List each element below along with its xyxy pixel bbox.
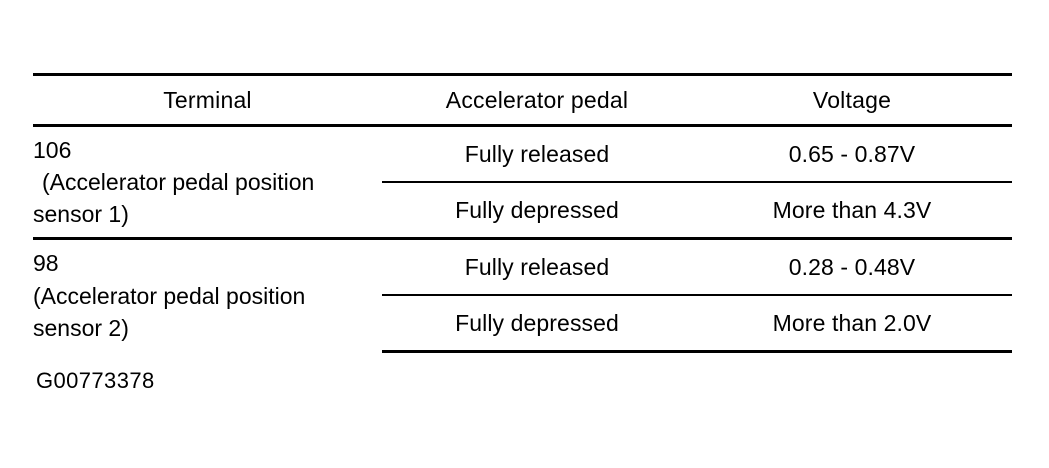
column-header-accelerator-pedal: Accelerator pedal — [382, 73, 692, 127]
terminal-number: 98 — [33, 250, 59, 277]
table-row: 106 (Accelerator pedal position sensor 1… — [33, 126, 1012, 227]
table-header: Terminal Accelerator pedal Voltage — [33, 73, 1012, 127]
table-row: 98 (Accelerator pedal position sensor 2)… — [33, 237, 1012, 352]
terminal-description-line-1: (Accelerator pedal position — [42, 168, 315, 195]
table-header-row: Terminal Accelerator pedal Voltage — [33, 73, 1012, 127]
table-row: Fully depressed More than 4.3V — [33, 181, 1012, 239]
table-body: 106 (Accelerator pedal position sensor 1… — [33, 126, 1012, 353]
voltage-cell: 0.65 - 0.87V — [788, 140, 916, 167]
terminal-number: 106 — [33, 136, 72, 163]
figure-id-caption: G00773378 — [36, 368, 155, 393]
terminal-description-line-2: sensor 1) — [33, 201, 129, 228]
terminal-description-line-2: sensor 2) — [33, 314, 129, 341]
column-header-voltage: Voltage — [692, 73, 1012, 127]
column-header-terminal: Terminal — [33, 73, 382, 127]
voltage-cell: More than 2.0V — [692, 294, 1012, 353]
accelerator-pedal-spec-table: Terminal Accelerator pedal Voltage 106 (… — [33, 73, 1012, 353]
table-row: Fully depressed More than 2.0V — [33, 294, 1012, 353]
terminal-description-line-1: (Accelerator pedal position — [33, 282, 306, 309]
voltage-cell: 0.28 - 0.48V — [692, 237, 1012, 295]
terminal-cell-98: 98 (Accelerator pedal position sensor 2) — [33, 237, 382, 352]
pedal-state-cell: Fully released — [382, 237, 692, 295]
pedal-state-cell: Fully released — [464, 140, 610, 167]
pedal-state-cell: Fully depressed — [382, 181, 692, 239]
terminal-cell-106: 106 (Accelerator pedal position sensor 1… — [33, 126, 382, 239]
pedal-state-cell: Fully depressed — [382, 294, 692, 353]
voltage-cell: More than 4.3V — [692, 181, 1012, 239]
